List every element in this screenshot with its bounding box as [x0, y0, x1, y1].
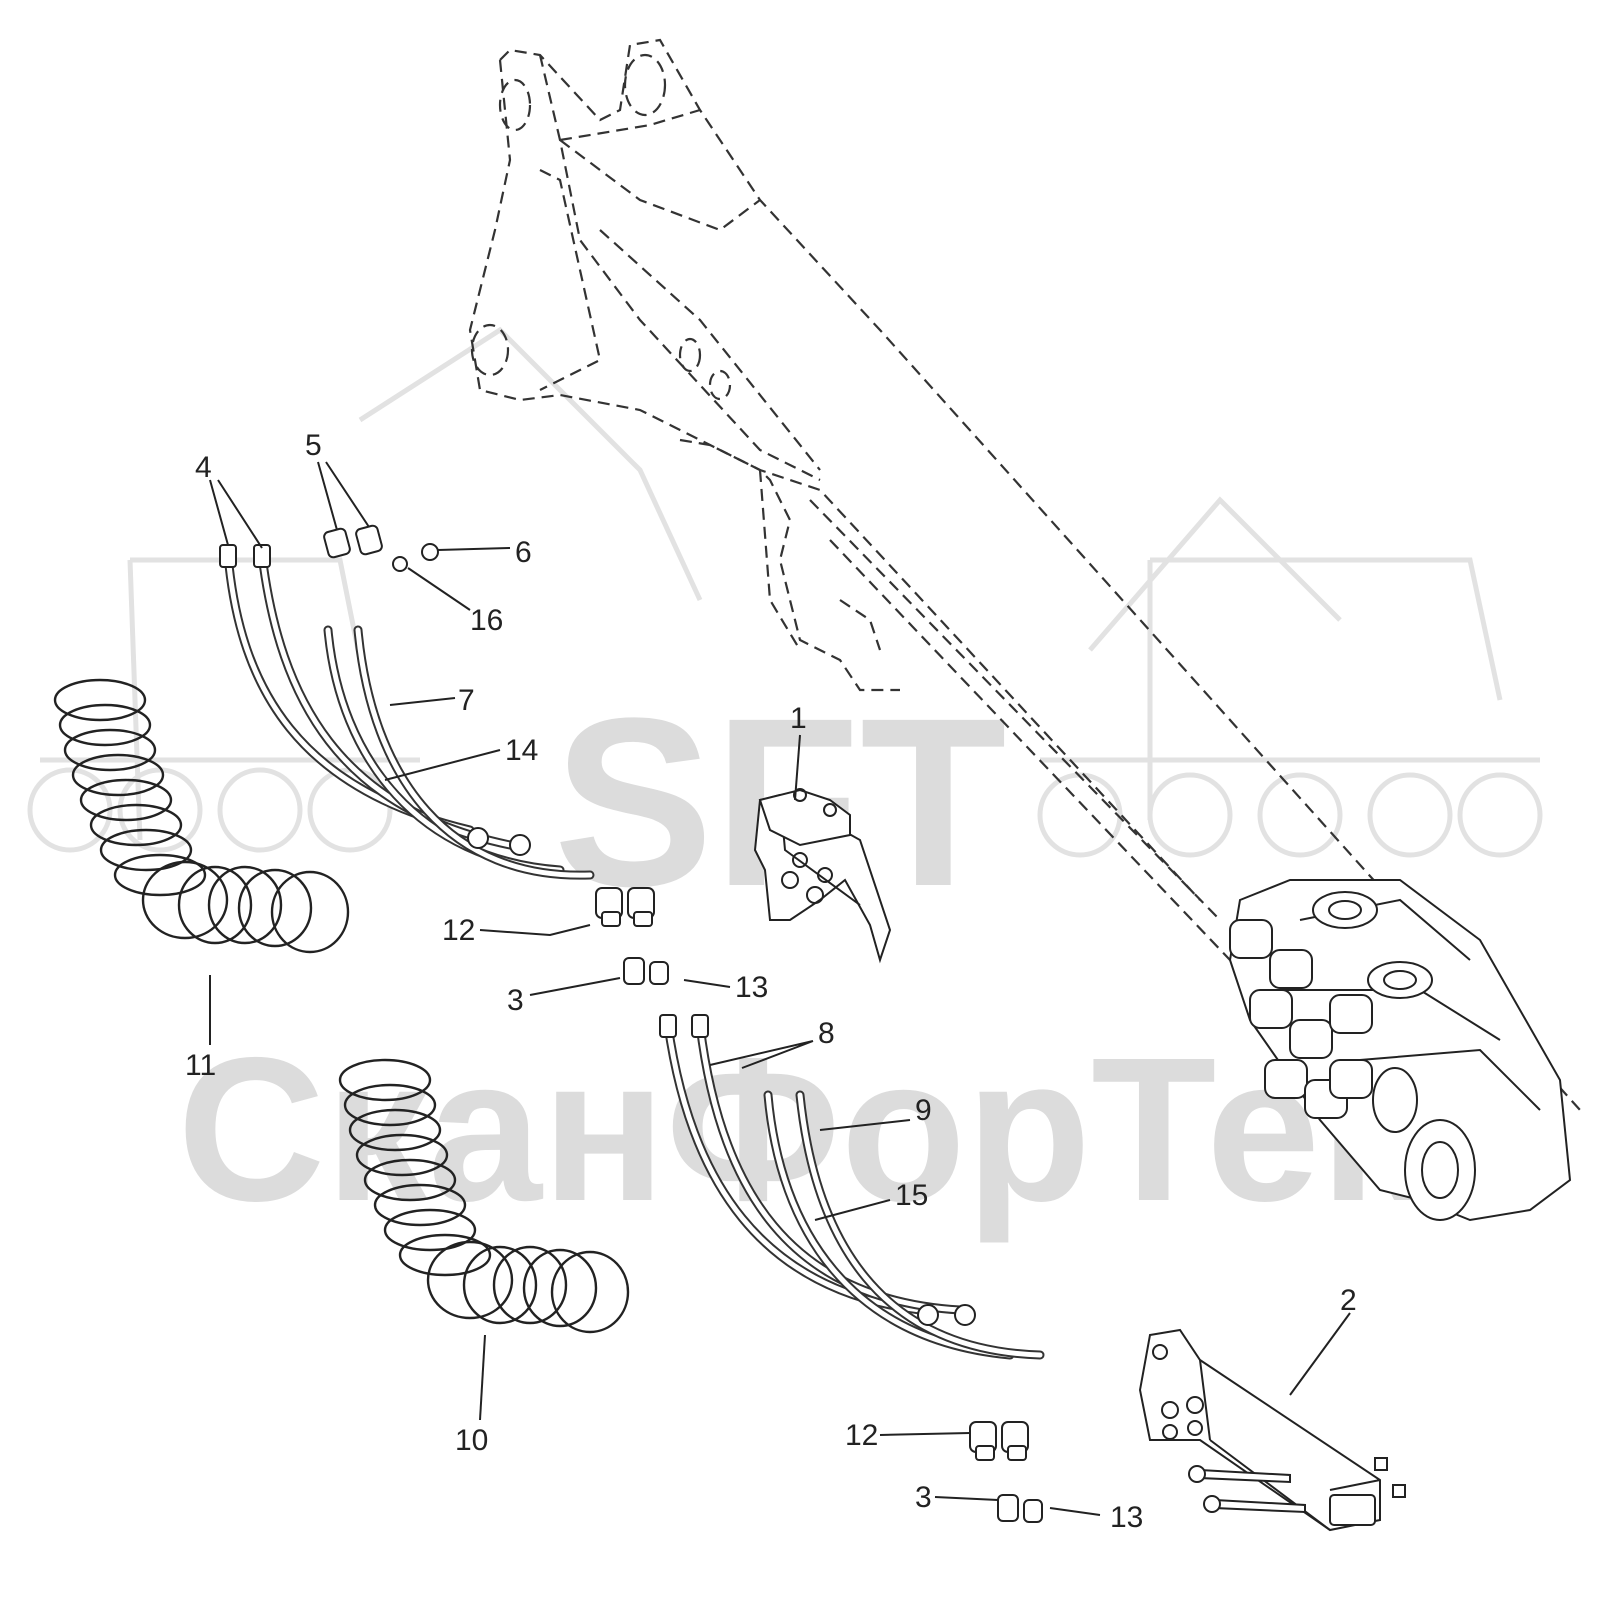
callout-12-lower: 12 [845, 1419, 878, 1452]
callout-labels: 4 5 6 16 7 14 1 2 12 3 13 8 9 15 11 10 1… [185, 429, 1357, 1534]
watermark-logo-graphic [27, 326, 1543, 858]
callout-3-upper: 3 [507, 984, 524, 1017]
callout-10: 10 [455, 1424, 488, 1457]
part-6-plug [421, 543, 439, 561]
callout-15: 15 [895, 1179, 928, 1212]
part-5-fittings [323, 524, 383, 559]
part-2-beam-bracket [1138, 1328, 1406, 1532]
part-16-plug [392, 556, 408, 572]
part-11-coil-hose [53, 678, 350, 954]
part-3-13-fitting-lower [997, 1494, 1043, 1523]
callout-6: 6 [515, 536, 532, 569]
callout-2: 2 [1340, 1284, 1357, 1317]
callout-3-lower: 3 [915, 1481, 932, 1514]
boom-head-assembly [1228, 879, 1572, 1222]
callout-12-upper: 12 [442, 914, 475, 947]
hose-clamp-blocks [1229, 919, 1373, 1119]
callout-13-lower: 13 [1110, 1501, 1143, 1534]
part-12-fitting-lower [969, 1421, 1029, 1461]
callout-9: 9 [915, 1094, 932, 1127]
callout-4: 4 [195, 451, 212, 484]
callout-16: 16 [470, 604, 503, 637]
leader-lines [209, 461, 1351, 1516]
callout-5: 5 [305, 429, 322, 462]
part-12-fitting-upper [595, 887, 655, 927]
callout-11: 11 [185, 1049, 216, 1082]
callout-7: 7 [458, 684, 475, 717]
part-10-coil-hose [338, 1058, 630, 1334]
boom-outline [468, 38, 1581, 1111]
callout-14: 14 [505, 734, 538, 767]
upper-hose-group [219, 544, 595, 880]
callout-1: 1 [790, 702, 807, 735]
callout-13-upper: 13 [735, 971, 768, 1004]
lower-hose-group [659, 1014, 1045, 1360]
part-3-13-fitting-upper [623, 957, 669, 985]
callout-8: 8 [818, 1017, 835, 1050]
part-1-bracket [753, 788, 892, 964]
